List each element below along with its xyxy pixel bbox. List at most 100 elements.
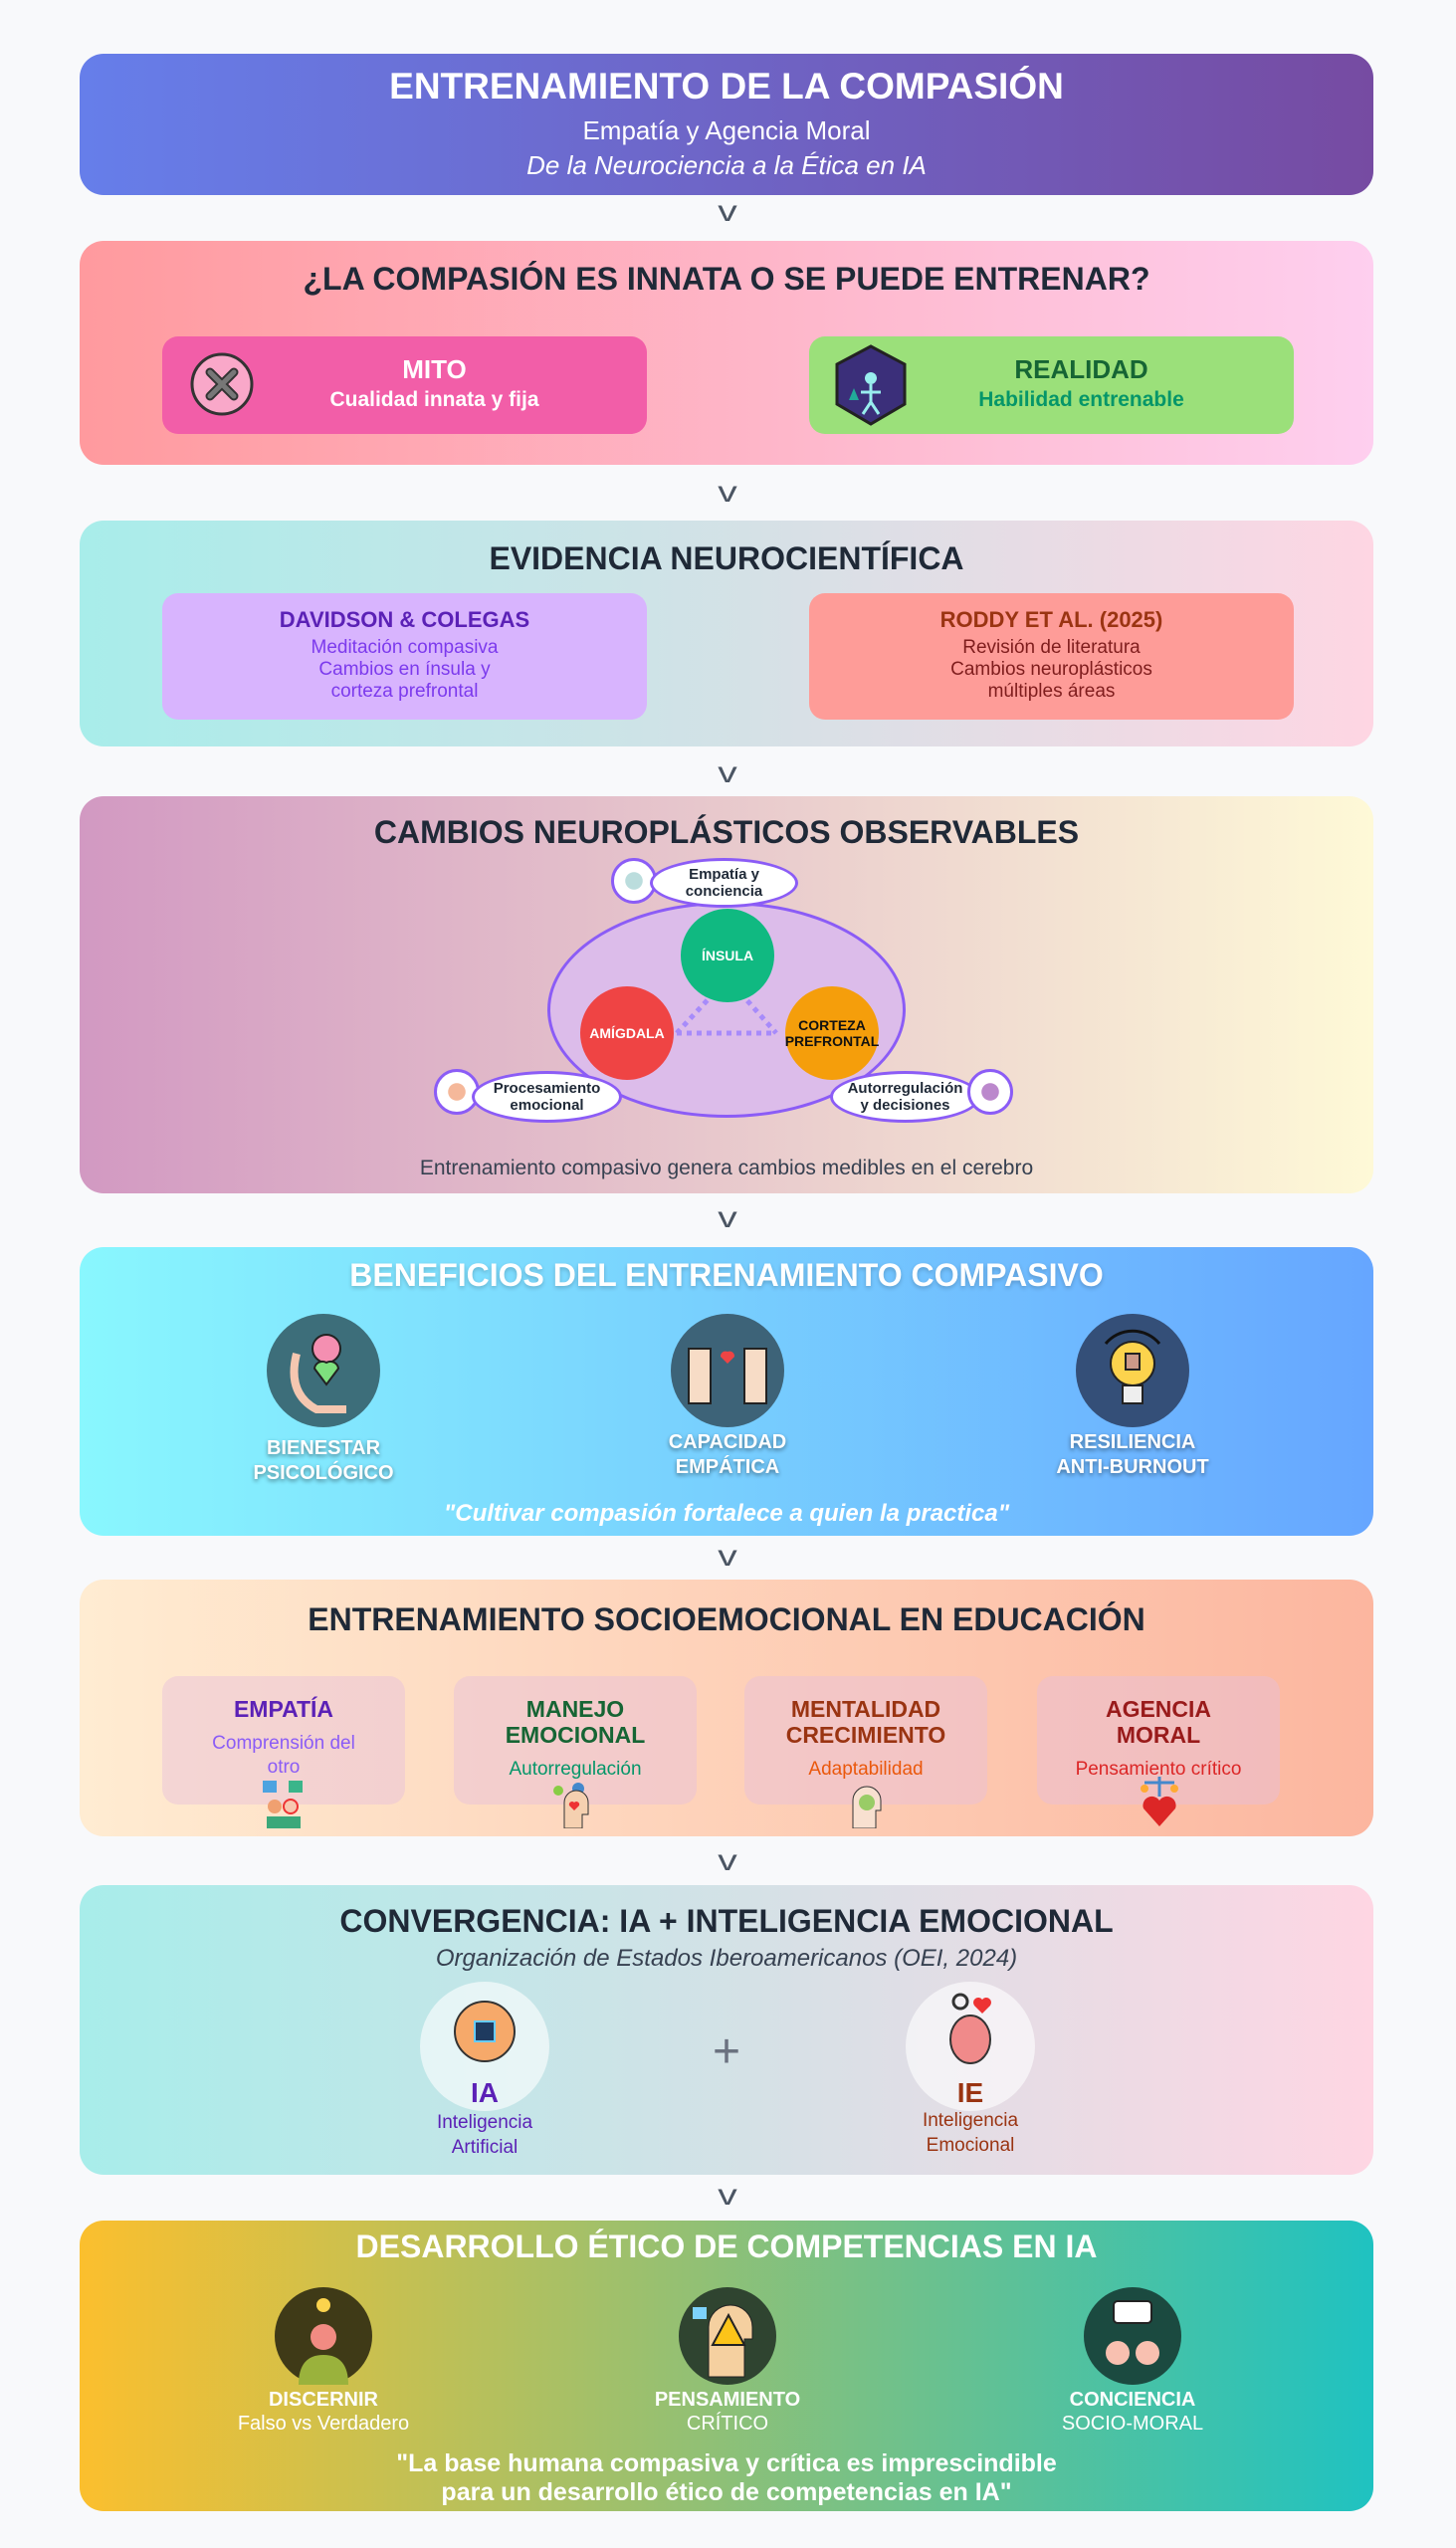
chevron-down-icon: v <box>718 756 737 789</box>
card-title: RODDY ET AL. (2025) <box>939 607 1163 632</box>
benefit-line: PSICOLÓGICO <box>253 1462 394 1484</box>
myth-card: MITO Cualidad innata y fija <box>162 336 647 434</box>
roddy-card: RODDY ET AL. (2025) Revisión de literatu… <box>809 593 1294 720</box>
main-title: ENTRENAMIENTO DE LA COMPASIÓN <box>389 66 1064 106</box>
ai-label-line: Artificial <box>451 2137 519 2158</box>
card-title: MORAL <box>1116 1722 1201 1748</box>
card-title: MANEJO <box>525 1696 625 1722</box>
discern-title: DISCERNIR <box>268 2389 378 2411</box>
card-line: Revisión de literatura <box>962 637 1141 658</box>
amygdala-node: AMÍGDALA <box>580 986 674 1080</box>
reality-title: REALIDAD <box>1014 354 1148 384</box>
card-desc: Comprensión del <box>212 1733 355 1754</box>
ethics-quote-line: "La base humana compasiva y crítica es i… <box>396 2449 1057 2477</box>
section-convergence: CONVERGENCIA: IA + INTELIGENCIA EMOCIONA… <box>80 1885 1373 2175</box>
plus-sign: + <box>712 2025 741 2078</box>
section-ethical-development: DESARROLLO ÉTICO DE COMPETENCIAS EN IA D… <box>80 2221 1373 2511</box>
card-title: CRECIMIENTO <box>785 1722 946 1748</box>
ai-label-line: Inteligencia <box>436 2112 533 2133</box>
critical-thinking-icon <box>679 2287 776 2385</box>
card-desc: Pensamiento crítico <box>1075 1759 1242 1780</box>
card-line: corteza prefrontal <box>330 681 479 702</box>
heart-scale-icon <box>1141 1777 1178 1826</box>
chevron-down-icon: v <box>718 1201 737 1234</box>
subtitle: Empatía y Agencia Moral <box>582 115 871 145</box>
benefit-label: RESILIENCIA ANTI-BURNOUT <box>1033 1430 1232 1480</box>
section-benefits: BENEFICIOS DEL ENTRENAMIENTO COMPASIVO B… <box>80 1247 1373 1536</box>
chevron-down-icon: v <box>718 476 737 509</box>
empathy-faces-icon <box>671 1314 784 1427</box>
benefit-line: ANTI-BURNOUT <box>1056 1456 1209 1478</box>
bubble-line: emocional <box>510 1097 584 1114</box>
bubble-line: Autorregulación <box>847 1080 963 1097</box>
card-title: EMPATÍA <box>233 1696 334 1722</box>
section-neuroplastic-changes: CAMBIOS NEUROPLÁSTICOS OBSERVABLES ÍNSUL… <box>80 796 1373 1193</box>
socio-moral-awareness-icon <box>1084 2287 1181 2385</box>
card-desc: Adaptabilidad <box>808 1759 924 1780</box>
cross-icon <box>190 352 254 416</box>
growth-cube-icon <box>835 344 907 426</box>
benefit-label: CAPACIDAD EMPÁTICA <box>628 1430 827 1480</box>
neuro-caption: Entrenamiento compasivo genera cambios m… <box>419 1157 1034 1179</box>
two-people-icon <box>263 1781 303 1828</box>
section-title: ENTRENAMIENTO SOCIOEMOCIONAL EN EDUCACIÓ… <box>308 1601 1145 1637</box>
card-line: múltiples áreas <box>987 681 1116 702</box>
card-title: AGENCIA <box>1105 1696 1212 1722</box>
critical-sub: CRÍTICO <box>686 2413 769 2435</box>
chevron-down-icon: v <box>718 195 737 228</box>
benefit-line: EMPÁTICA <box>675 1456 780 1478</box>
ei-label-line: Inteligencia <box>922 2110 1019 2131</box>
resilience-bulb-icon <box>1076 1314 1189 1427</box>
bubble-line: y decisiones <box>860 1097 950 1114</box>
awareness-title: CONCIENCIA <box>1069 2389 1196 2411</box>
card-line: Meditación compasiva <box>311 637 499 658</box>
card-line: Cambios neuroplásticos <box>950 659 1152 680</box>
growth-head-icon <box>852 1786 882 1828</box>
card-title: DAVIDSON & COLEGAS <box>279 607 530 632</box>
bubble-line: conciencia <box>685 883 763 900</box>
section-title: CONVERGENCIA: IA + INTELIGENCIA EMOCIONA… <box>339 1903 1114 1939</box>
source-citation: Organización de Estados Iberoamericanos … <box>435 1945 1018 1972</box>
cortex-label-2: PREFRONTAL <box>784 1033 880 1049</box>
card-line: Cambios en ínsula y <box>318 659 491 680</box>
section-neuro-evidence: EVIDENCIA NEUROCIENTÍFICA DAVIDSON & COL… <box>80 521 1373 746</box>
section-innate-or-trainable: ¿LA COMPASIÓN ES INNATA O SE PUEDE ENTRE… <box>80 241 1373 465</box>
chevron-down-icon: v <box>718 1540 737 1573</box>
chevron-down-icon: v <box>718 2179 737 2212</box>
ei-label-line: Emocional <box>926 2135 1015 2156</box>
ai-brain-icon <box>420 1982 549 2111</box>
awareness-sub: SOCIO-MORAL <box>1061 2413 1204 2435</box>
ai-abbr: IA <box>471 2077 499 2108</box>
bubble-line: Procesamiento <box>493 1080 601 1097</box>
benefits-quote: "Cultivar compasión fortalece a quien la… <box>443 1500 1010 1527</box>
critical-title: PENSAMIENTO <box>654 2389 801 2411</box>
wellbeing-icon <box>267 1314 380 1427</box>
section-title: CAMBIOS NEUROPLÁSTICOS OBSERVABLES <box>373 814 1080 850</box>
ethics-quote-line: para un desarrollo ético de competencias… <box>441 2478 1012 2506</box>
insula-node: ÍNSULA <box>681 909 774 1002</box>
card-title: EMOCIONAL <box>505 1722 646 1748</box>
section-title: ¿LA COMPASIÓN ES INNATA O SE PUEDE ENTRE… <box>303 261 1150 297</box>
discern-sub: Falso vs Verdadero <box>237 2413 410 2435</box>
section-title: DESARROLLO ÉTICO DE COMPETENCIAS EN IA <box>355 2229 1098 2264</box>
benefit-line: CAPACIDAD <box>668 1431 787 1453</box>
discern-person-icon <box>275 2287 372 2385</box>
bubble-line: Empatía y <box>689 866 759 883</box>
card-desc: Autorregulación <box>509 1759 642 1780</box>
myth-text: Cualidad innata y fija <box>329 388 539 411</box>
decision-person-icon <box>967 1069 1013 1115</box>
section-title: BENEFICIOS DEL ENTRENAMIENTO COMPASIVO <box>349 1257 1104 1293</box>
reality-card: REALIDAD Habilidad entrenable <box>809 336 1294 434</box>
benefit-line: RESILIENCIA <box>1069 1431 1196 1453</box>
section-socioemotional-education: ENTRENAMIENTO SOCIOEMOCIONAL EN EDUCACIÓ… <box>80 1580 1373 1836</box>
cortex-label-1: CORTEZA <box>798 1017 866 1033</box>
